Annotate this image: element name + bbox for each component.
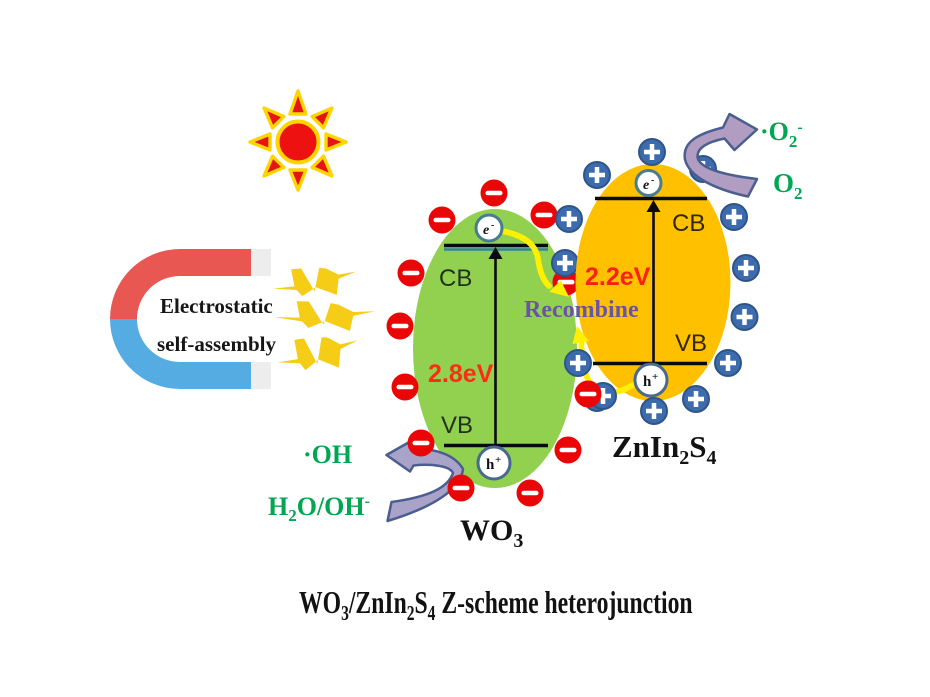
- svg-text:WO3/ZnIn2S4 Z-scheme heterojun: WO3/ZnIn2S4 Z-scheme heterojunction: [299, 586, 693, 625]
- svg-text:e: e: [643, 178, 649, 193]
- svg-text:+: +: [652, 371, 658, 383]
- svg-text:VB: VB: [675, 330, 707, 357]
- svg-text:CB: CB: [672, 210, 705, 237]
- svg-text:ZnIn2S4: ZnIn2S4: [612, 429, 716, 469]
- svg-text:+: +: [495, 454, 501, 466]
- svg-text:h: h: [486, 457, 495, 473]
- svg-text:CB: CB: [439, 265, 472, 292]
- svg-text:2.8eV: 2.8eV: [428, 360, 494, 388]
- svg-text:h: h: [643, 374, 652, 390]
- svg-text:-: -: [651, 175, 654, 186]
- svg-text:-: -: [491, 220, 494, 231]
- svg-text:Recombine: Recombine: [524, 297, 639, 323]
- svg-text:·OH: ·OH: [303, 440, 352, 469]
- svg-text:e: e: [483, 223, 489, 238]
- svg-text:Electrostatic: Electrostatic: [160, 294, 273, 318]
- svg-text:H2O/OH-: H2O/OH-: [268, 492, 370, 525]
- svg-text:self-assembly: self-assembly: [157, 332, 276, 356]
- svg-text:VB: VB: [441, 412, 473, 439]
- svg-text:2.2eV: 2.2eV: [585, 263, 651, 291]
- svg-text:WO3: WO3: [460, 514, 523, 552]
